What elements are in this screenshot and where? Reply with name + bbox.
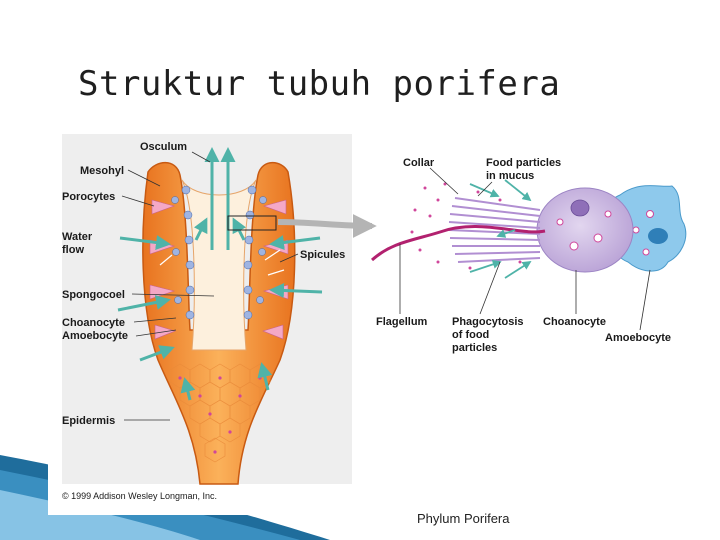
label-mesohyl: Mesohyl <box>80 165 124 177</box>
label-porocytes: Porocytes <box>62 191 115 203</box>
slide-footer: Phylum Porifera <box>417 511 510 526</box>
cell-detail <box>370 179 687 279</box>
magnify-arrow <box>277 213 377 238</box>
label-food-particles-line1: Food particles <box>486 157 561 169</box>
cell-labels: Collar Food particles in mucus Flagellum… <box>376 157 671 354</box>
label-water-flow-line2: flow <box>62 244 84 256</box>
label-choanocyte-cell: Choanocyte <box>543 316 606 328</box>
sponge-labels: Osculum Mesohyl Porocytes Water flow Spo… <box>62 141 345 501</box>
label-osculum: Osculum <box>140 141 187 153</box>
label-collar: Collar <box>403 157 435 169</box>
label-spicules: Spicules <box>300 249 345 261</box>
label-phagocytosis-line3: particles <box>452 342 497 354</box>
sponge-cross-section <box>117 147 323 485</box>
label-phagocytosis-line2: of food <box>452 329 489 341</box>
slide-title: Struktur tubuh porifera <box>78 64 561 104</box>
label-phagocytosis-line1: Phagocytosis <box>452 316 524 328</box>
label-amoebocyte-cell: Amoebocyte <box>605 332 671 344</box>
label-flagellum: Flagellum <box>376 316 428 328</box>
label-food-particles-line2: in mucus <box>486 170 534 182</box>
label-amoebocyte: Amoebocyte <box>62 330 128 342</box>
label-choanocyte: Choanocyte <box>62 317 125 329</box>
label-spongocoel: Spongocoel <box>62 289 125 301</box>
label-water-flow-line1: Water <box>62 231 93 243</box>
label-epidermis: Epidermis <box>62 415 115 427</box>
copyright-text: © 1999 Addison Wesley Longman, Inc. <box>62 491 217 501</box>
